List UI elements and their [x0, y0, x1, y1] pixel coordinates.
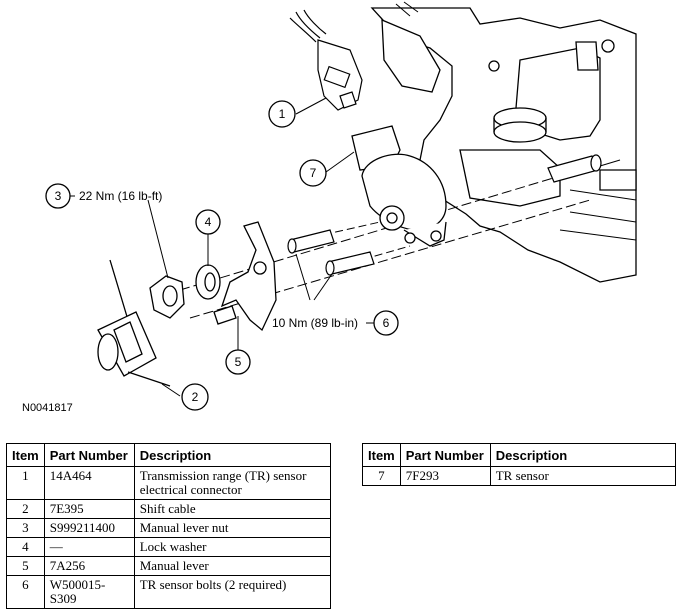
header-item: Item [6, 443, 45, 467]
table-row: 4 — Lock washer [6, 537, 332, 557]
cell-description: Shift cable [133, 499, 332, 519]
svg-text:4: 4 [205, 215, 212, 229]
manual-lever [213, 221, 277, 332]
tr-sensor [351, 125, 447, 247]
table-header-row: Item Part Number Description [6, 443, 332, 467]
shift-cable [97, 259, 171, 387]
cell-item: 5 [6, 556, 45, 576]
svg-text:6: 6 [383, 316, 390, 330]
header-part-number: Part Number [399, 443, 491, 467]
leader-lines [67, 97, 374, 397]
callout-1: 1 [268, 100, 296, 128]
cell-item: 7 [362, 466, 401, 486]
svg-text:3: 3 [55, 189, 62, 203]
cell-item: 4 [6, 537, 45, 557]
cell-description: Transmission range (TR) sensor electrica… [133, 466, 332, 500]
svg-text:5: 5 [235, 355, 242, 369]
header-description: Description [133, 443, 332, 467]
callout-6: 10 Nm (89 lb-in) 6 [272, 310, 399, 336]
callout-5: 5 [225, 349, 251, 375]
cell-item: 6 [6, 575, 45, 609]
parts-table-right: Item Part Number Description 7 7F293 TR … [362, 443, 677, 486]
cell-part-number: 7E395 [43, 499, 135, 519]
callout-4: 4 [195, 209, 221, 235]
table-header-row: Item Part Number Description [362, 443, 677, 467]
cell-item: 1 [6, 466, 45, 500]
table-row: 1 14A464 Transmission range (TR) sensor … [6, 466, 332, 500]
callout-7: 7 [299, 159, 327, 187]
table-row: 6 W500015-S309 TR sensor bolts (2 requir… [6, 575, 332, 609]
transmission-case [370, 1, 637, 283]
header-item: Item [362, 443, 401, 467]
manual-lever-nut [149, 275, 185, 319]
svg-text:7: 7 [310, 166, 317, 180]
callout-3: 3 22 Nm (16 lb-ft) [45, 183, 162, 209]
table-row: 5 7A256 Manual lever [6, 556, 332, 576]
callout-3-torque: 22 Nm (16 lb-ft) [79, 189, 162, 203]
table-row: 7 7F293 TR sensor [362, 466, 677, 486]
cell-part-number: — [43, 537, 135, 557]
manual-shaft [547, 154, 602, 183]
header-part-number: Part Number [43, 443, 135, 467]
parts-table-left: Item Part Number Description 1 14A464 Tr… [6, 443, 332, 609]
svg-text:1: 1 [279, 107, 286, 121]
cell-description: TR sensor [489, 466, 677, 486]
cell-description: Lock washer [133, 537, 332, 557]
callout-2: 2 [181, 383, 209, 411]
cell-description: Manual lever [133, 556, 332, 576]
cell-part-number: 14A464 [43, 466, 135, 500]
exploded-view-illustration: 1 7 3 22 Nm (16 lb-ft) 4 5 10 Nm (89 lb-… [45, 1, 637, 411]
cell-description: Manual lever nut [133, 518, 332, 538]
callout-6-torque: 10 Nm (89 lb-in) [272, 316, 358, 330]
lock-washer [195, 264, 221, 300]
cell-description: TR sensor bolts (2 required) [133, 575, 332, 609]
header-description: Description [489, 443, 677, 467]
tr-sensor-bolts [287, 229, 375, 276]
cell-part-number: S999211400 [43, 518, 135, 538]
table-row: 3 S999211400 Manual lever nut [6, 518, 332, 538]
cell-item: 3 [6, 518, 45, 538]
svg-text:2: 2 [192, 390, 199, 404]
tr-sensor-connector [289, 9, 363, 111]
cell-part-number: 7A256 [43, 556, 135, 576]
cell-part-number: W500015-S309 [43, 575, 135, 609]
cell-part-number: 7F293 [399, 466, 491, 486]
cell-item: 2 [6, 499, 45, 519]
figure-id: N0041817 [22, 402, 73, 414]
table-row: 2 7E395 Shift cable [6, 499, 332, 519]
